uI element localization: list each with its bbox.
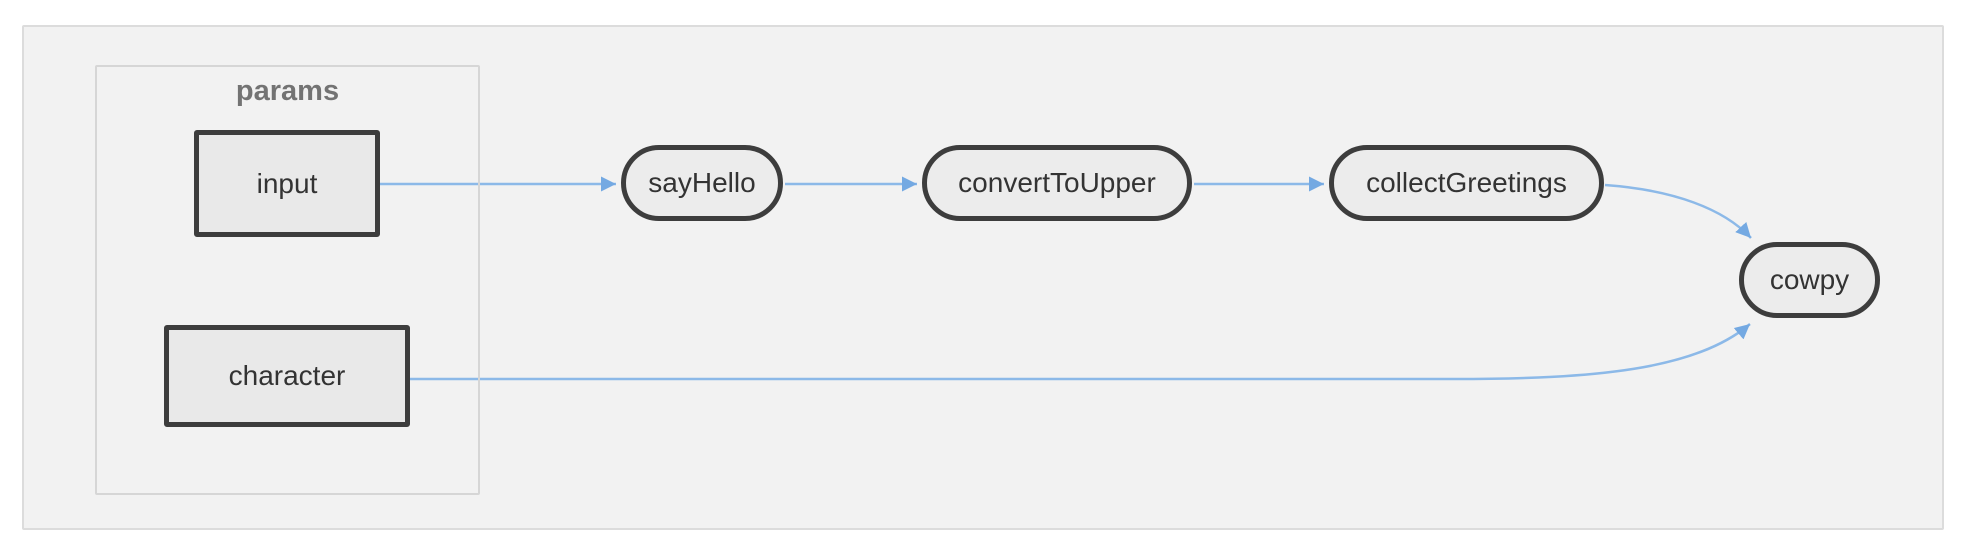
process-node-converttoupper: convertToUpper — [922, 145, 1192, 221]
param-node-input: input — [194, 130, 380, 237]
edge-collectgreetings-cowpy — [1604, 183, 1752, 239]
param-node-character: character — [164, 325, 410, 427]
process-node-sayhello-label: sayHello — [648, 167, 756, 198]
group-params: params — [95, 65, 480, 495]
param-node-input-label: input — [256, 167, 318, 199]
param-node-character-label: character — [228, 360, 346, 391]
group-params-label: params — [235, 75, 340, 107]
process-node-collectgreetings-label: collectGreetings — [1366, 167, 1567, 198]
diagram-canvas: params input character sayHello convertT… — [22, 25, 1944, 530]
process-node-sayhello: sayHello — [621, 145, 783, 221]
process-node-collectgreetings: collectGreetings — [1329, 145, 1604, 221]
process-node-cowpy-label: cowpy — [1769, 264, 1850, 295]
process-node-cowpy: cowpy — [1739, 242, 1880, 318]
edge-character-cowpy — [410, 323, 1751, 381]
process-node-converttoupper-label: convertToUpper — [958, 167, 1156, 198]
